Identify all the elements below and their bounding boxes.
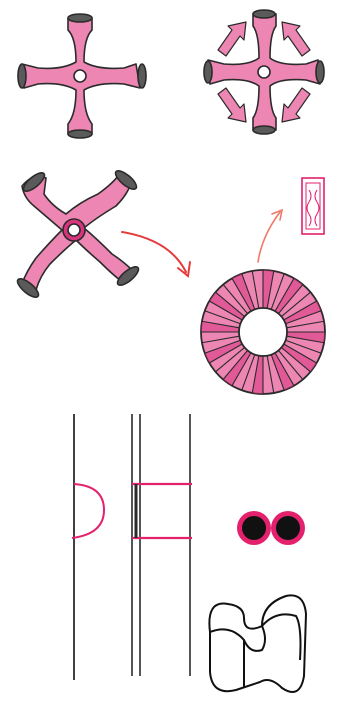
salmon-curved-arrow-icon — [258, 210, 282, 262]
cross-hub-icon — [18, 14, 146, 138]
pink-bracket-between-lines-icon — [132, 414, 192, 676]
ribbon-loop-icon — [209, 595, 306, 692]
cross-hub-with-arrows-icon — [204, 10, 324, 134]
half-circle-line-icon — [72, 414, 104, 680]
x-shaped-hub-icon — [15, 168, 141, 300]
ring-disc-icon — [201, 270, 325, 394]
small-card-icon — [302, 178, 324, 234]
double-dot-icon — [237, 511, 305, 545]
